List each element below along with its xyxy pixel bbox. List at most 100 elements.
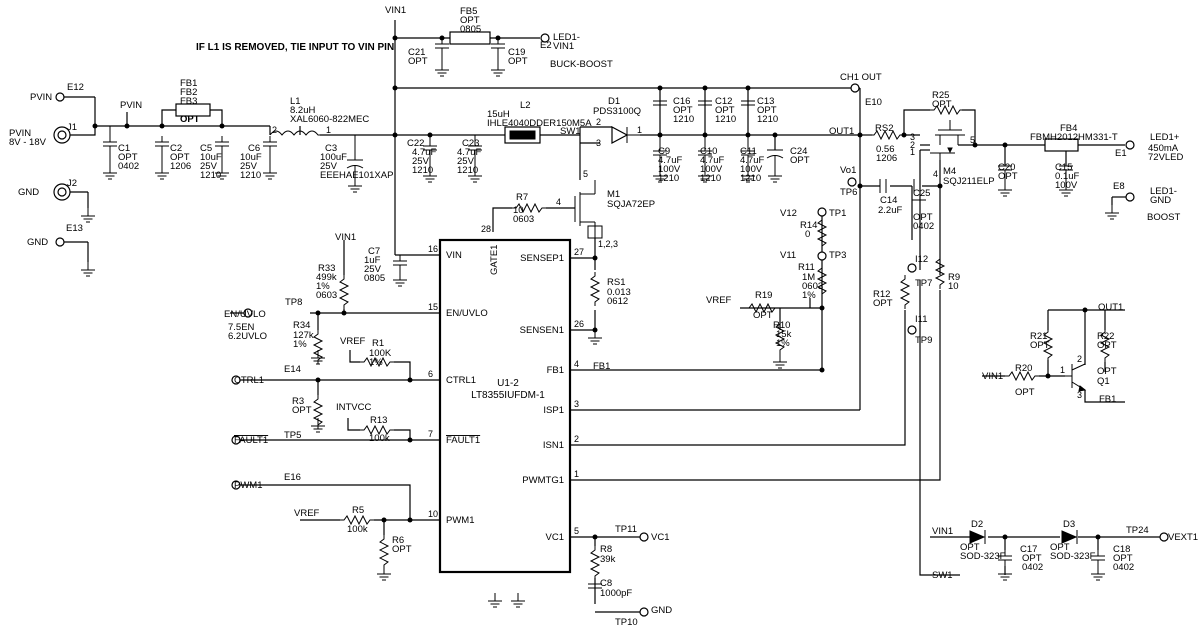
c19-ref: C19 — [508, 47, 525, 58]
net-gnd-e13: GND — [27, 237, 48, 248]
r8-val: 39k — [600, 554, 616, 565]
net-vc1: VC1 — [651, 532, 669, 543]
net-vref-r5: VREF — [294, 508, 320, 519]
term-e2: E2 — [540, 40, 552, 51]
r9-ref: R9 — [948, 272, 960, 283]
turret-e10[interactable] — [850, 83, 860, 93]
q1-val: OPT — [1097, 366, 1117, 377]
term-tp11: TP11 — [615, 524, 637, 535]
c6-ref: C6 — [248, 143, 260, 154]
testpoint-tp9[interactable] — [907, 325, 917, 335]
c12-ref: C12 — [715, 96, 732, 107]
ic-pin-number: 2 — [574, 434, 579, 444]
r14-val: 0 — [805, 229, 810, 240]
ic-pin-name: SENSEP1 — [520, 253, 564, 264]
c11-ref: C11 — [740, 146, 757, 157]
d1-ref: D1 — [608, 96, 620, 107]
c14-val: 2.2uF — [878, 205, 902, 216]
testpoint-tp24[interactable] — [1159, 532, 1169, 542]
testpoint-tp1[interactable] — [817, 207, 827, 217]
fb5-ref: FB5 — [460, 6, 477, 17]
ic-pin-number: 1 — [574, 469, 579, 479]
r13-val: 100k — [369, 433, 390, 444]
rs1-ref: RS1 — [607, 277, 625, 288]
ic-pin-name: CTRL1 — [446, 375, 476, 386]
ic-pin-name: SENSEN1 — [520, 325, 564, 336]
ferrite-beads — [175, 31, 1079, 152]
m1-pin-g: 4 — [556, 197, 561, 207]
term-tp1: TP1 — [829, 208, 846, 219]
r6-val: OPT — [392, 544, 412, 555]
c8-val: 1000pF — [600, 588, 632, 599]
r6-ref: R6 — [392, 535, 404, 546]
testpoint-tp3[interactable] — [817, 251, 827, 261]
testpoint-tp6[interactable] — [847, 177, 857, 187]
testpoint-tp10[interactable] — [639, 607, 649, 617]
c24-val: OPT — [790, 155, 810, 166]
q1-ref: Q1 — [1097, 376, 1110, 387]
net-led1m: LED1-GND — [1150, 186, 1177, 206]
d1-val: PDS3100Q — [593, 106, 641, 117]
ic-pin-number: 10 — [428, 509, 438, 519]
net-vref-r1: VREF — [340, 336, 366, 347]
term-tp5: TP5 — [284, 430, 301, 441]
turret-e13[interactable] — [55, 237, 65, 247]
c14-ref: C14 — [880, 195, 897, 206]
turret-e12[interactable] — [55, 92, 65, 102]
term-e10: E10 — [865, 97, 882, 108]
term-j2: J2 — [67, 178, 77, 189]
net-sw1-b: SW1 — [932, 570, 953, 581]
note-text: IF L1 IS REMOVED, TIE INPUT TO VIN PIN — [196, 42, 394, 53]
r3-val: OPT — [292, 405, 312, 416]
l2-ref: L2 — [520, 100, 531, 111]
c10-ref: C10 — [700, 146, 717, 157]
r13-ref: R13 — [370, 415, 387, 426]
transistors — [574, 120, 1087, 392]
testpoint-tp7[interactable] — [907, 263, 917, 273]
connector-j1[interactable] — [53, 126, 71, 144]
ic-pin-name: ISN1 — [543, 440, 564, 451]
ic-pin-list: VIN16EN/UVLO15CTRL16FAULT17PWM110GATE128… — [428, 224, 584, 543]
turret-e8[interactable] — [1125, 192, 1135, 202]
turret-e1[interactable] — [1125, 140, 1135, 150]
c2-ref: C2 — [170, 143, 182, 154]
r12-ref: R12 — [873, 289, 890, 300]
fb4-val: FBMH2012HM331-T — [1030, 132, 1118, 143]
l2-pin-a: 2 — [596, 117, 601, 127]
net-led1-vin1: LED1-VIN1 — [553, 32, 580, 52]
net-buck-boost: BUCK-BOOST — [550, 59, 613, 70]
c8-ref: C8 — [600, 578, 612, 589]
r20-ref: R20 — [1015, 363, 1032, 374]
c24-ref: C24 — [790, 146, 807, 157]
r25-ref: R25 — [932, 90, 949, 101]
c1-ref: C1 — [118, 143, 130, 154]
testpoint-tp11[interactable] — [639, 532, 649, 542]
l1-pin-b: 1 — [326, 125, 331, 135]
net-ctrl1: CTRL1 — [234, 375, 264, 386]
c21-val: OPT — [408, 56, 428, 67]
c13-ref: C13 — [757, 96, 774, 107]
r20-val: OPT — [1015, 387, 1035, 398]
term-tp3: TP3 — [829, 250, 846, 261]
ic-pin-number: 7 — [428, 429, 433, 439]
ic-pin-number: 26 — [574, 319, 584, 329]
net-vref-r19: VREF — [706, 295, 732, 306]
inductors — [269, 126, 541, 144]
c3-ref: C3 — [325, 143, 337, 154]
term-j1: J1 — [67, 122, 77, 133]
r3-ref: R3 — [292, 396, 304, 407]
